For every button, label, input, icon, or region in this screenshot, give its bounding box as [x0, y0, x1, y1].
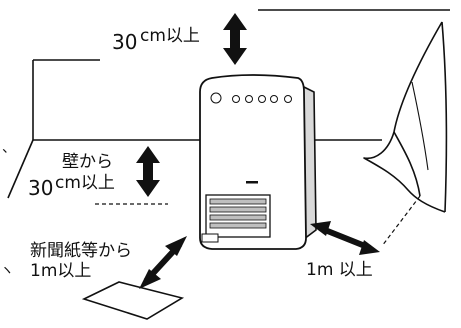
curtain-drop-line [381, 195, 421, 247]
heater [199, 74, 317, 250]
control-button-4 [270, 95, 278, 103]
side-clearance-arrow [310, 221, 380, 255]
wall-label-line1: 壁から [62, 152, 113, 172]
wall-clearance-number: 30 [28, 176, 53, 200]
grille-slats [209, 198, 267, 229]
control-panel [210, 92, 292, 104]
left-edge-glyph: 、 [2, 140, 16, 156]
heater-base [201, 233, 219, 243]
wall-clearance-arrow [136, 146, 160, 197]
side-clearance-label: 1m 以上 [306, 260, 373, 280]
wall-clearance-unit: cm以上 [55, 173, 115, 193]
control-button-2 [245, 95, 253, 103]
top-clearance-arrow [223, 13, 247, 65]
control-button-3 [258, 95, 266, 103]
newspaper-clearance-arrow [139, 236, 187, 289]
left-edge-glyph-2: ヽ [0, 263, 14, 279]
control-button-5 [284, 95, 292, 103]
top-clearance-unit: cm以上 [140, 26, 200, 46]
power-button [210, 92, 222, 104]
top-clearance-number: 30 [112, 30, 137, 54]
floor-left-edge [7, 139, 34, 199]
newspaper-label-line1: 新聞紙等から [30, 241, 132, 261]
newspaper-label-line2: 1m以上 [30, 261, 91, 281]
newspaper [81, 281, 185, 320]
control-button-1 [232, 95, 240, 103]
curtain [363, 21, 448, 213]
brand-mark [246, 181, 258, 184]
